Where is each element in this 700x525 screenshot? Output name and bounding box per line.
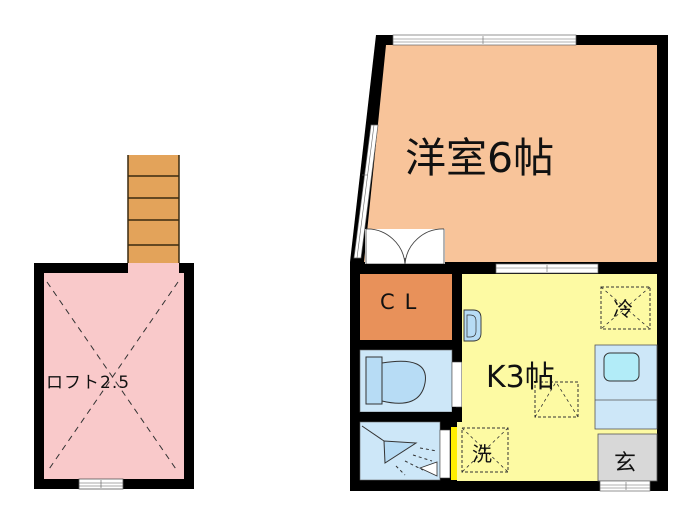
- entrance-label: 玄: [614, 451, 637, 476]
- loft-label: ロフト2.5: [46, 373, 131, 393]
- kitchen-label: K3帖: [486, 360, 555, 395]
- washer-label: 洗: [472, 442, 492, 466]
- fridge-label: 冷: [613, 297, 633, 321]
- closet-label: CL: [380, 290, 427, 314]
- western-room-label: 洋室6帖: [405, 134, 555, 182]
